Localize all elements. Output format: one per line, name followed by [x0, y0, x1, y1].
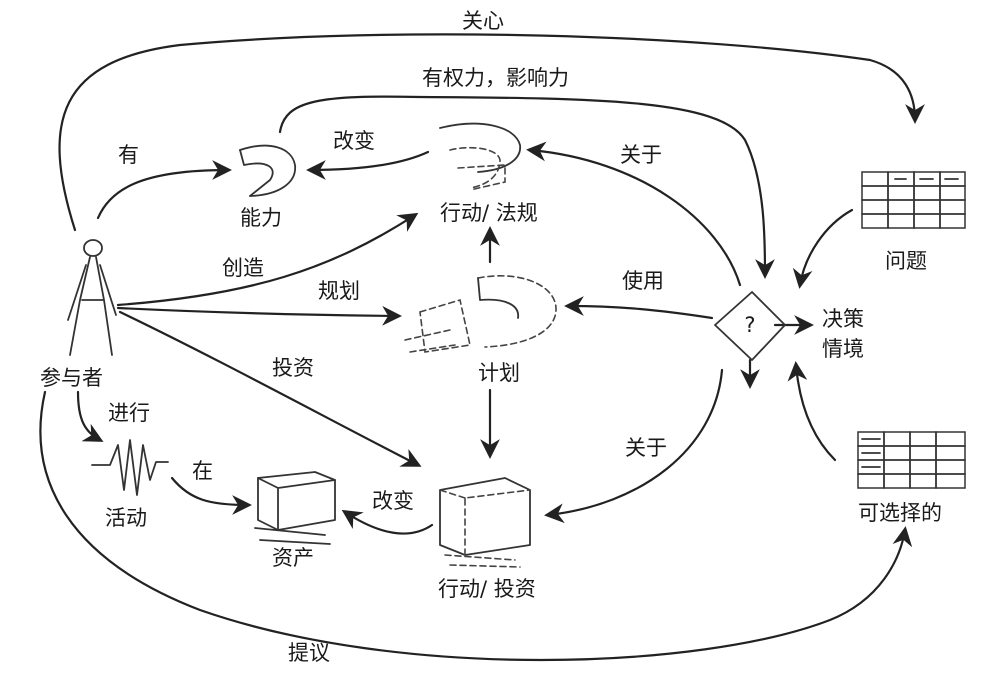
label-creates: 创造 [222, 256, 264, 280]
edge-changes-capability [306, 150, 430, 180]
label-action-investment: 行动/ 投资 [438, 577, 536, 601]
label-in: 在 [192, 459, 213, 483]
label-performs: 进行 [108, 401, 150, 425]
edge-powerful [278, 95, 775, 279]
edge-in [170, 476, 252, 515]
label-changes-assets: 改变 [372, 489, 414, 513]
node-labels: 参与者 能力 行动/ 法规 计划 行动/ 投资 活动 资产 问题 决策 情境 可… [40, 201, 942, 601]
label-issues: 问题 [885, 249, 927, 273]
edge-proposes [39, 390, 913, 662]
edges [39, 33, 925, 662]
assets-box [254, 471, 336, 545]
label-invests: 投资 [272, 356, 314, 380]
action-investment-sketch [439, 477, 531, 568]
edge-issues-to-decision [792, 208, 854, 289]
label-about-regulation: 关于 [620, 143, 662, 167]
edge-cares [58, 33, 925, 232]
edge-invests [118, 310, 422, 467]
label-has: 有 [118, 143, 139, 167]
label-action-regulation: 行动/ 法规 [440, 201, 538, 225]
alternatives-grid [857, 431, 966, 489]
edge-changes-assets [341, 509, 434, 535]
label-alternatives: 可选择的 [858, 501, 942, 525]
edge-labels: 关心 有权力，影响力 有 改变 关于 创造 规划 使用 投资 进行 在 改变 关… [108, 9, 667, 665]
edge-alternatives-to-decision [787, 361, 837, 462]
edge-has [96, 160, 232, 220]
edge-uses [564, 296, 714, 320]
label-powerful: 有权力，影响力 [422, 66, 569, 90]
label-participant: 参与者 [40, 366, 103, 390]
label-capability: 能力 [240, 206, 282, 230]
label-uses: 使用 [622, 269, 664, 293]
label-cares: 关心 [462, 9, 504, 33]
label-proposes: 提议 [288, 641, 330, 665]
label-about-investment: 关于 [625, 436, 667, 460]
action-regulation-sketch [439, 122, 521, 191]
decision-mark: ? [744, 313, 755, 337]
edge-about-regulation [526, 141, 742, 287]
decision-diamond: ? [714, 291, 786, 361]
label-assets: 资产 [272, 546, 314, 570]
label-decision-line2: 情境 [822, 337, 864, 361]
label-changes-capability: 改变 [333, 129, 375, 153]
plan-sketch [404, 275, 557, 353]
activity-squiggle [91, 439, 169, 496]
label-activity: 活动 [105, 506, 147, 530]
label-decision-line1: 决策 [822, 307, 864, 331]
edge-about-investment [544, 368, 724, 524]
label-plans: 规划 [318, 279, 360, 303]
edge-creates [116, 212, 419, 307]
issues-grid [861, 171, 966, 229]
edge-performs [76, 390, 104, 442]
participant-figure [67, 239, 117, 356]
label-plan: 计划 [478, 361, 520, 385]
capability-sketch [239, 144, 296, 197]
edge-plans [116, 305, 402, 326]
